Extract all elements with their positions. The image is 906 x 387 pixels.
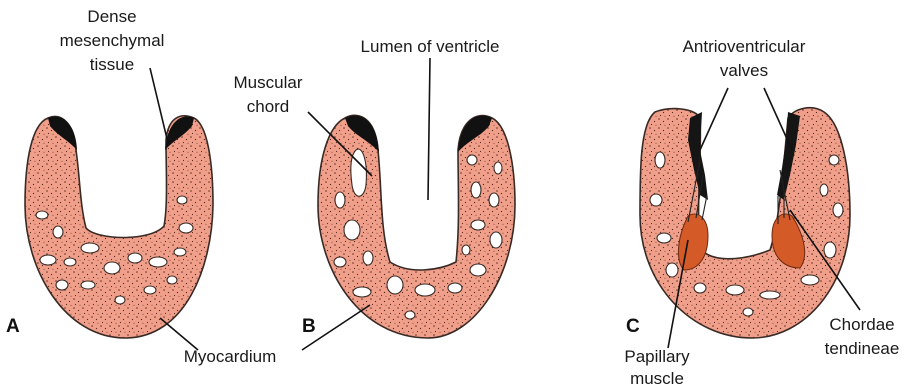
label-myocardium: Myocardium (184, 347, 277, 366)
panel-a-ventricle: A (6, 116, 213, 338)
panel-c-myocardium (640, 108, 850, 338)
label-muscular-chord: Muscular chord (234, 73, 303, 116)
panel-label-c: C (626, 316, 640, 337)
label-antrioventricular-valves: Antrioventricular valves (683, 37, 806, 80)
dense-label-line1: Dense (87, 7, 136, 26)
muscular-chord-line1: Muscular (234, 73, 303, 92)
panel-b-ventricle: B (302, 115, 515, 338)
papillary-line1: Papillary (624, 347, 690, 366)
dense-label-line2: mesenchymal (60, 31, 165, 50)
chordae-line1: Chordae (829, 315, 894, 334)
panel-c-ventricle: C (626, 108, 850, 338)
av-valves-line1: Antrioventricular (683, 37, 806, 56)
label-chordae-tendineae: Chordae tendineae (825, 315, 900, 358)
label-papillary-muscle: Papillary muscle (624, 347, 690, 387)
label-lumen-of-ventricle: Lumen of ventricle (361, 37, 500, 56)
dense-label-line3: tissue (90, 55, 134, 74)
av-valves-line2: valves (720, 61, 768, 80)
label-dense-mesenchymal-tissue: Dense mesenchymal tissue (60, 7, 165, 74)
papillary-line2: muscle (630, 369, 684, 387)
chordae-line2: tendineae (825, 339, 900, 358)
panel-label-a: A (6, 316, 20, 337)
panel-label-b: B (302, 316, 316, 337)
muscular-chord-line2: chord (247, 97, 290, 116)
